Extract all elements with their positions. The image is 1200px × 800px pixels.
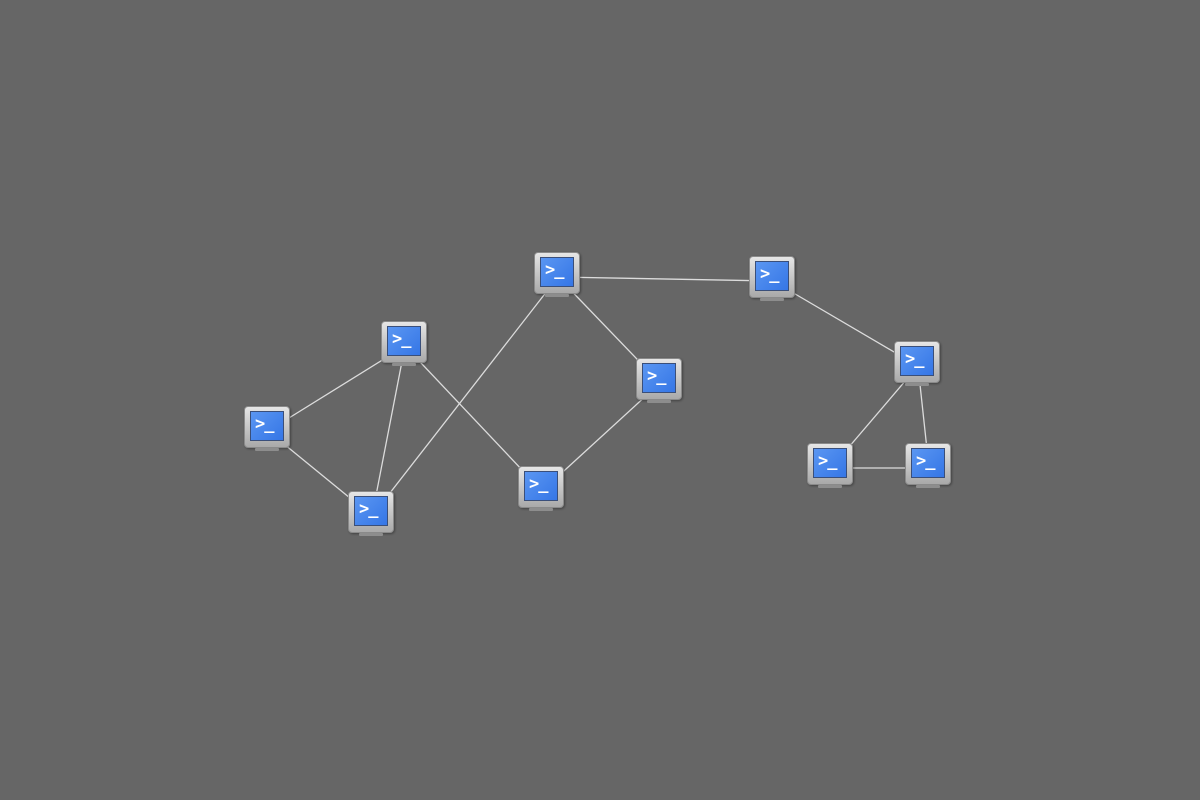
host-node-n6[interactable]: >_ [242, 404, 294, 458]
terminal-host-icon: >_ [894, 341, 940, 383]
monitor-stand [818, 485, 842, 488]
monitor-stand [647, 400, 671, 403]
host-node-n7[interactable]: >_ [346, 489, 398, 543]
prompt-glyph: >_ [392, 329, 412, 349]
prompt-glyph: >_ [359, 499, 379, 519]
terminal-host-icon: >_ [381, 321, 427, 363]
link-n1-n7[interactable] [371, 276, 559, 517]
screen: >_ [755, 261, 789, 291]
host-node-n9[interactable]: >_ [805, 441, 857, 495]
host-node-n8[interactable]: >_ [516, 464, 568, 518]
prompt-glyph: >_ [529, 474, 549, 494]
terminal-host-icon: >_ [807, 443, 853, 485]
screen: >_ [250, 411, 284, 441]
screen: >_ [813, 448, 847, 478]
host-node-n4[interactable]: >_ [634, 356, 686, 410]
link-n3-n7[interactable] [371, 345, 406, 517]
prompt-glyph: >_ [647, 366, 667, 386]
prompt-glyph: >_ [905, 349, 925, 369]
host-node-n10[interactable]: >_ [903, 441, 955, 495]
monitor-stand [916, 485, 940, 488]
screen: >_ [642, 363, 676, 393]
screen: >_ [540, 257, 574, 287]
prompt-glyph: >_ [545, 260, 565, 280]
screen: >_ [524, 471, 558, 501]
prompt-glyph: >_ [818, 451, 838, 471]
terminal-host-icon: >_ [749, 256, 795, 298]
terminal-host-icon: >_ [244, 406, 290, 448]
prompt-glyph: >_ [760, 264, 780, 284]
monitor-stand [905, 383, 929, 386]
terminal-host-icon: >_ [348, 491, 394, 533]
link-n2-n5[interactable] [772, 280, 919, 367]
monitor-stand [760, 298, 784, 301]
terminal-host-icon: >_ [636, 358, 682, 400]
monitor-stand [392, 363, 416, 366]
host-node-n1[interactable]: >_ [532, 250, 584, 304]
screen: >_ [354, 496, 388, 526]
monitor-stand [359, 533, 383, 536]
screen: >_ [911, 448, 945, 478]
terminal-host-icon: >_ [518, 466, 564, 508]
host-node-n5[interactable]: >_ [892, 339, 944, 393]
monitor-stand [529, 508, 553, 511]
screen: >_ [387, 326, 421, 356]
link-n1-n2[interactable] [557, 276, 774, 282]
terminal-host-icon: >_ [905, 443, 951, 485]
prompt-glyph: >_ [255, 414, 275, 434]
monitor-stand [545, 294, 569, 297]
prompt-glyph: >_ [916, 451, 936, 471]
terminal-host-icon: >_ [534, 252, 580, 294]
host-node-n2[interactable]: >_ [747, 254, 799, 308]
host-node-n3[interactable]: >_ [379, 319, 431, 373]
screen: >_ [900, 346, 934, 376]
monitor-stand [255, 448, 279, 451]
